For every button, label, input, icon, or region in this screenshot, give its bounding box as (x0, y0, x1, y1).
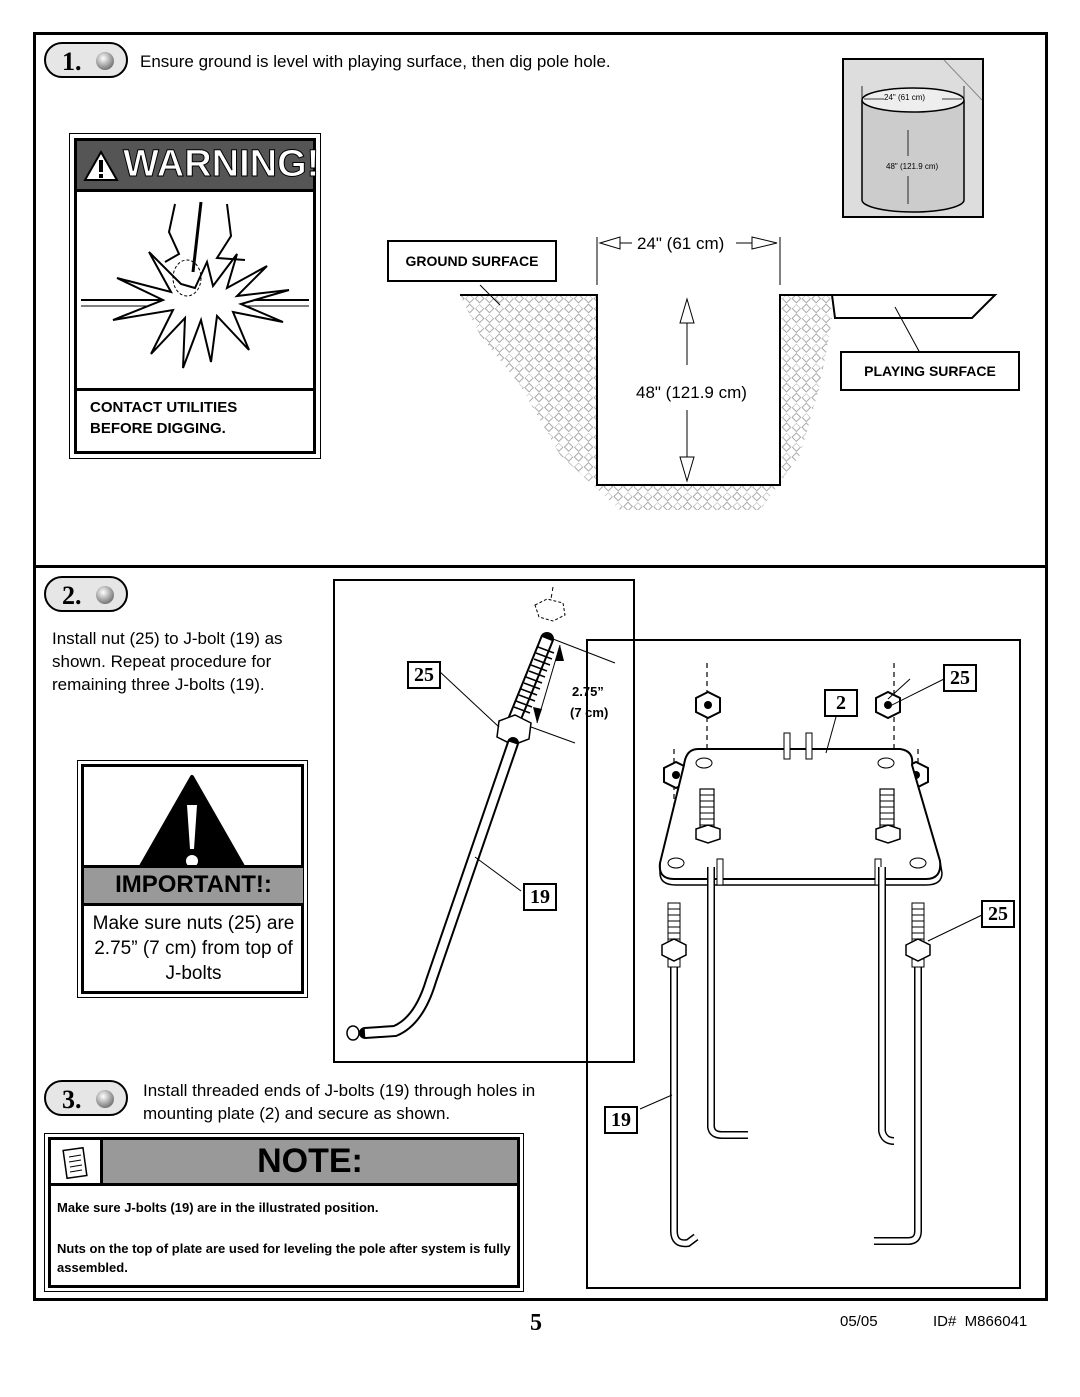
playing-surface-label: PLAYING SURFACE (840, 351, 1020, 391)
note-line1: Make sure J-bolts (19) are in the illust… (57, 1200, 379, 1215)
dimension-cm: (7 cm) (570, 705, 609, 720)
digging-hazard-illustration (81, 201, 309, 369)
warning-header: WARNING! (77, 141, 320, 189)
plate-callout-2: 2 (824, 689, 858, 717)
inset-width-label: 24" (61 cm) (884, 93, 926, 102)
step23-panel (33, 565, 1048, 1301)
step3-badge: 3. (44, 1080, 128, 1116)
pole-hole-diagram (460, 236, 998, 510)
exclamation-triangle-icon (134, 775, 250, 877)
important-sign: IMPORTANT!: Make sure nuts (25) are 2.75… (77, 760, 308, 998)
nut-callout-25-lower: 25 (981, 900, 1015, 928)
note-line2: Nuts on the top of plate are used for le… (57, 1241, 511, 1275)
note-title: NOTE: (257, 1142, 363, 1180)
note-title-bar: NOTE: (103, 1140, 517, 1186)
mounting-plate-box: 25 2 25 19 (586, 639, 1021, 1289)
page-number: 5 (530, 1310, 542, 1336)
hole-width-label: 24" (61 cm) (635, 234, 727, 254)
step2-number: 2. (62, 581, 82, 610)
footer-id: ID# M866041 (933, 1313, 1028, 1330)
step3-number: 3. (62, 1085, 82, 1114)
step2-instruction: Install nut (25) to J-bolt (19) as shown… (52, 629, 283, 694)
step1-number: 1. (62, 47, 82, 76)
important-text: Make sure nuts (25) are 2.75” (7 cm) fro… (92, 913, 295, 984)
warning-sign: WARNING! CONTACT UTILITIES BEFORE DIGGIN… (69, 133, 321, 459)
cylinder-illustration (861, 60, 982, 213)
important-title-bar: IMPORTANT!: (84, 868, 303, 906)
jbolt-callout-19: 19 (523, 883, 557, 911)
footer-date: 05/05 (840, 1313, 878, 1330)
jbolt-detail-box: 25 19 2.75” (7 cm) (333, 579, 635, 1063)
bullet-icon (96, 1090, 114, 1108)
nut-callout-25: 25 (407, 661, 441, 689)
step3-instruction: Install threaded ends of J-bolts (19) th… (143, 1081, 536, 1123)
step1-instruction: Ensure ground is level with playing surf… (140, 52, 611, 71)
important-title: IMPORTANT!: (115, 871, 272, 898)
nut-callout-25-left: 25 (943, 664, 977, 692)
warning-title: WARNING! (122, 143, 320, 186)
jbolt-with-nut-illustration (346, 586, 616, 1041)
mounting-plate-assembly-illustration (639, 663, 983, 1248)
bullet-icon (96, 586, 114, 604)
warning-line2: BEFORE DIGGING. (90, 420, 226, 437)
note-icon-box (51, 1140, 103, 1186)
step1-badge: 1. (44, 42, 128, 78)
hole-depth-label: 48" (121.9 cm) (634, 383, 749, 403)
ground-surface-label: GROUND SURFACE (387, 240, 557, 282)
jbolt-callout-19: 19 (604, 1106, 638, 1134)
warning-triangle-icon (83, 150, 119, 181)
bullet-icon (96, 52, 114, 70)
note-box: NOTE: Make sure J-bolts (19) are in the … (44, 1133, 524, 1292)
warning-line1: CONTACT UTILITIES (90, 399, 238, 416)
notepad-icon (62, 1146, 88, 1180)
step2-badge: 2. (44, 576, 128, 612)
inset-depth-label: 48" (121.9 cm) (886, 162, 939, 171)
hole-inset: 24" (61 cm) 48" (121.9 cm) (842, 58, 984, 218)
